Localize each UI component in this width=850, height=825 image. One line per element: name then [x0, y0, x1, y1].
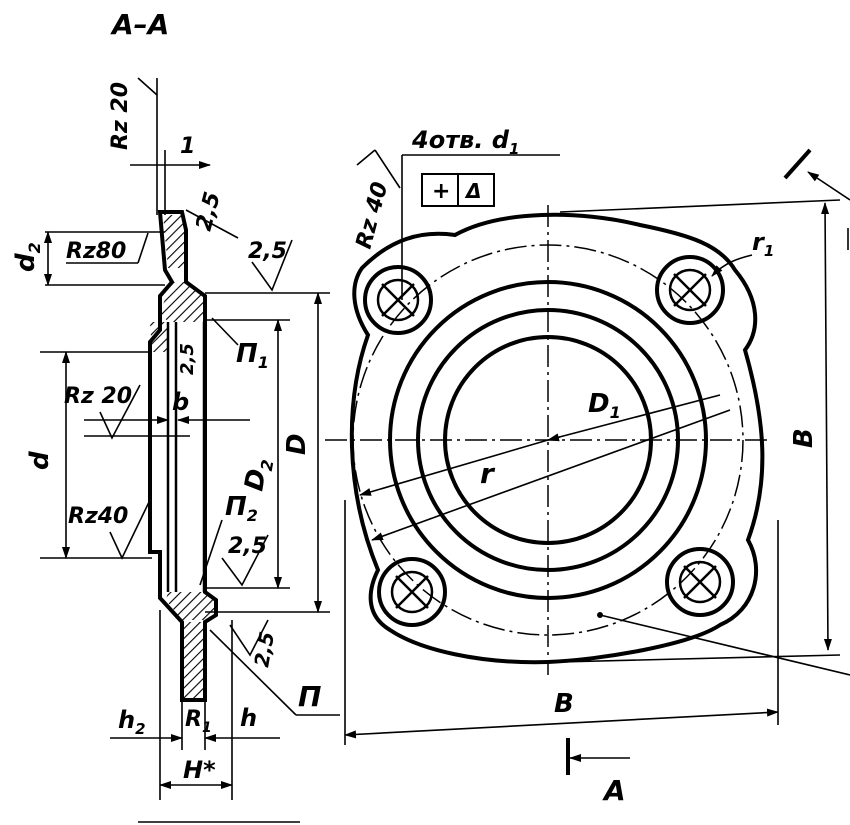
r-line [359, 439, 549, 496]
R1-label: R1 [185, 707, 212, 736]
D-label: D [282, 433, 312, 455]
rz80-label: Rz80 [66, 239, 126, 264]
holes-note: 4отв. d1 [411, 126, 519, 158]
D1-label: D1 [588, 389, 621, 422]
B-right-ext-top [559, 199, 841, 213]
pi-label: П [298, 680, 321, 713]
b-label: b [172, 388, 189, 416]
Dring-line [371, 409, 731, 541]
edge-leader-dot [597, 612, 603, 618]
bolt-circle [352, 244, 744, 636]
D1-arrow [547, 433, 561, 442]
hatch-top [163, 215, 184, 268]
d-label: d [25, 451, 55, 470]
r1-label: r1 [752, 228, 774, 260]
dim-25-low-symbol [221, 534, 269, 587]
hatch-lower [166, 592, 215, 620]
hatch-bottom [184, 622, 204, 698]
h-label: h [240, 704, 257, 732]
edge-leader [599, 614, 850, 676]
ring-mid [416, 308, 680, 572]
D1-line [547, 394, 721, 441]
bolt-hole-bl [377, 557, 447, 627]
H-label: H* [183, 756, 216, 784]
rz20-top-tick [137, 77, 158, 96]
r-label: r [480, 457, 496, 490]
r1-leader [711, 254, 753, 277]
B-bottom-dim-line [344, 708, 779, 739]
dim-1-label: 1 [180, 134, 195, 159]
A-arrow-label: A [602, 774, 626, 807]
ring-outer [388, 280, 708, 600]
dim-25-top-leader [185, 209, 239, 239]
dim-25-mid-label: 2,5 [248, 239, 287, 264]
pi-leader-d [209, 629, 297, 716]
section-arrow-stem-top [783, 148, 812, 180]
dim-25-inner-label: 2,5 [177, 343, 198, 375]
dim-25-top-label: 2,5 [192, 189, 226, 233]
rz40-left-label: Rz40 [68, 504, 128, 529]
B-right-dim-line [821, 202, 832, 651]
ring-bore [443, 335, 653, 545]
front-view: 4отв. d1 + Δ Rz 40 r1 D1 r B [325, 126, 850, 807]
rz80-tick [137, 232, 149, 264]
dim-25-low-label: 2,5 [228, 534, 267, 559]
tol-delta: Δ [464, 179, 481, 203]
tol-plus-box [421, 173, 459, 207]
rz20-top-label: Rz 20 [108, 82, 133, 150]
pi1-label: П1 [236, 339, 269, 372]
rz40-front-label: Rz 40 [352, 179, 394, 251]
dim-25-mid-symbol [251, 239, 293, 292]
hatch-upper-inner [150, 322, 168, 352]
h2-label: h2 [118, 706, 146, 738]
hatch-upper [160, 282, 204, 322]
rz40-front-symbol [356, 149, 401, 189]
section-view: A–A 1 Rz 20 2,5 d2 Rz80 [11, 8, 340, 823]
pi1-leader [211, 317, 239, 346]
section-title: A–A [110, 8, 169, 41]
B-right-label: B [789, 428, 819, 448]
flange-outline [349, 212, 765, 665]
rz20-mid-label: Rz 20 [64, 384, 132, 409]
pi2-label: П2 [225, 492, 258, 525]
dim-25-bottom-symbol [229, 619, 269, 657]
rz40-left-symbol [109, 499, 151, 560]
bolt-hole-tl [363, 265, 433, 335]
tol-delta-box [457, 173, 495, 207]
bolt-hole-br [665, 547, 735, 617]
B-right-ext-bottom [559, 654, 841, 663]
bolt-hole-tr [655, 255, 725, 325]
B-bottom-label: B [554, 689, 574, 719]
section-arrow-top [807, 171, 850, 201]
pi2-leader [199, 519, 223, 586]
D2-label: D2 [239, 456, 277, 494]
tol-plus: + [432, 179, 450, 204]
d2-label: d2 [11, 242, 44, 272]
